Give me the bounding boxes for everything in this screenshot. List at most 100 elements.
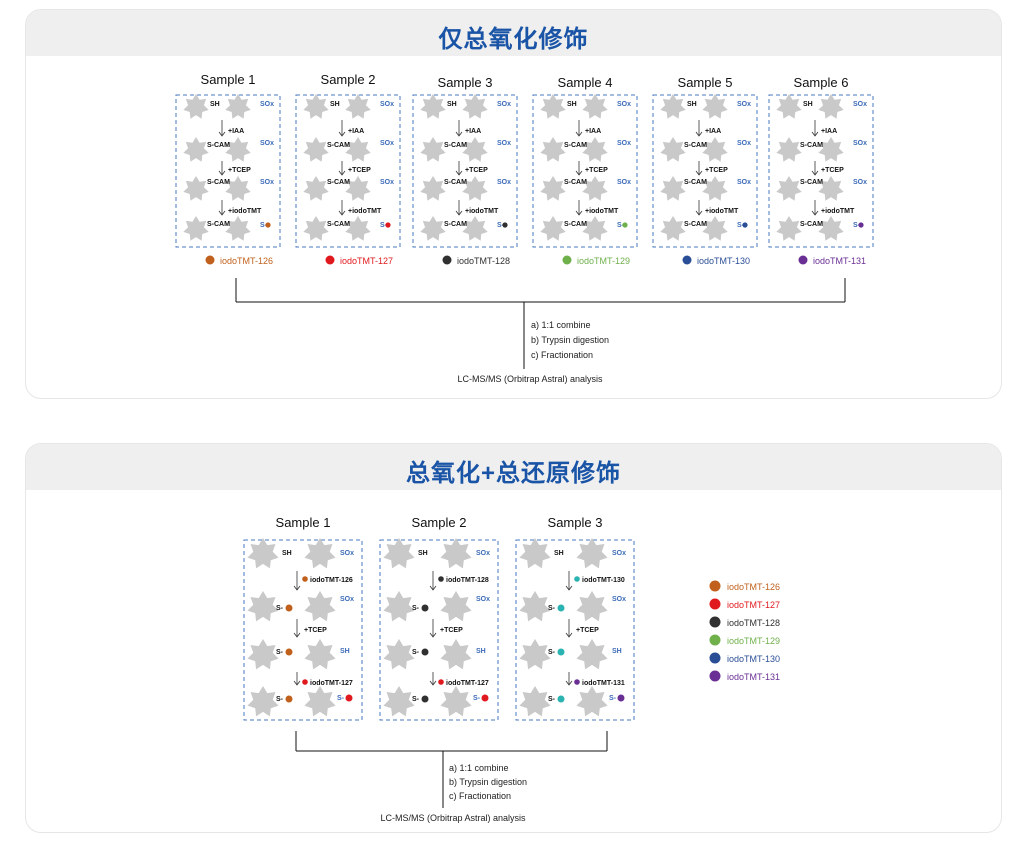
protein-shape [440, 639, 472, 670]
scam-label: S-CAM [684, 179, 707, 186]
legend-dot [709, 598, 721, 610]
tag-dot [574, 679, 580, 685]
arrow-head [811, 170, 819, 176]
protein-shape [576, 538, 608, 569]
scam-label: S-CAM [444, 179, 467, 186]
tag-dot [557, 604, 565, 612]
s-label: S- [617, 222, 625, 229]
tag-dot [302, 576, 308, 582]
scam-label: S-CAM [444, 221, 467, 228]
sox-label: SOx [737, 140, 751, 147]
protein-shape [660, 176, 686, 201]
sh-label: SH [567, 101, 577, 108]
protein-shape [660, 216, 686, 241]
iodotmt-label: +iodoTMT [585, 208, 619, 215]
scam-label: S-CAM [684, 221, 707, 228]
legend-tag: iodoTMT-129 [577, 256, 630, 266]
protein-shape [818, 137, 844, 162]
sh-label: SH [476, 648, 486, 655]
panel-header [26, 10, 1001, 56]
tag2-label: iodoTMT-127 [446, 680, 489, 687]
legend-dot [798, 255, 808, 265]
protein-shape [462, 176, 488, 201]
protein-shape [462, 137, 488, 162]
protein-shape [519, 639, 551, 670]
tag-dot [502, 222, 508, 228]
s-label: S- [473, 695, 481, 702]
protein-shape [818, 176, 844, 201]
protein-shape [345, 94, 371, 119]
protein-shape [345, 176, 371, 201]
arrow-head [565, 632, 573, 638]
tag-dot [574, 576, 580, 582]
s-label: S- [412, 649, 420, 656]
protein-shape [540, 216, 566, 241]
tcep-label: +TCEP [348, 167, 371, 174]
legend-dot [709, 652, 721, 664]
iodotmt-label: +iodoTMT [228, 208, 262, 215]
protein-shape [420, 137, 446, 162]
tcep-label: +TCEP [304, 627, 327, 634]
panel-oxidation-reduction: 总氧化+总还原修饰 [25, 443, 1002, 833]
s-label: S- [276, 696, 284, 703]
iaa-label: +IAA [465, 128, 481, 135]
sh-label: SH [210, 101, 220, 108]
arrow-head [293, 585, 301, 591]
scam-label: S-CAM [800, 221, 823, 228]
protein-shape [519, 686, 551, 717]
arrow-head [338, 170, 346, 176]
panel-total-oxidation: 仅总氧化修饰 [25, 9, 1002, 399]
protein-shape [225, 94, 251, 119]
protein-shape [345, 137, 371, 162]
sample-box [532, 94, 638, 248]
legend-label: iodoTMT-126 [727, 582, 780, 592]
scam-label: S-CAM [684, 142, 707, 149]
process-step: c) Fractionation [531, 350, 593, 360]
legend-dot [562, 255, 572, 265]
scam-label: S-CAM [800, 142, 823, 149]
tag-dot [285, 648, 293, 656]
tag-dot [622, 222, 628, 228]
scam-label: S-CAM [564, 142, 587, 149]
sox-label: SOx [497, 179, 511, 186]
arrow-head [455, 170, 463, 176]
arrow-head [455, 210, 463, 216]
tag-dot [742, 222, 748, 228]
s-label: S- [276, 649, 284, 656]
protein-shape [540, 94, 566, 119]
tag-dot [438, 576, 444, 582]
sh-label: SH [447, 101, 457, 108]
protein-shape [540, 137, 566, 162]
protein-shape [519, 591, 551, 622]
sox-label: SOx [617, 179, 631, 186]
sox-label: SOx [260, 140, 274, 147]
arrow-head [218, 131, 226, 137]
arrow-head [811, 131, 819, 137]
protein-shape [183, 176, 209, 201]
s-label: S- [548, 649, 556, 656]
iaa-label: +IAA [228, 128, 244, 135]
protein-shape [576, 591, 608, 622]
scam-label: S-CAM [444, 142, 467, 149]
tcep-label: +TCEP [440, 627, 463, 634]
protein-shape [225, 176, 251, 201]
sox-label: SOx [853, 101, 867, 108]
sample-label: Sample 1 [201, 72, 256, 87]
protein-shape [183, 94, 209, 119]
tag-dot [421, 695, 429, 703]
arrow-head [575, 131, 583, 137]
sample-label: Sample 4 [558, 75, 613, 90]
s-label: S- [497, 222, 505, 229]
tag1-label: iodoTMT-130 [582, 577, 625, 584]
analysis-label: LC-MS/MS (Orbitrap Astral) analysis [380, 813, 526, 823]
sample-box [412, 94, 518, 248]
sox-label: SOx [260, 101, 274, 108]
tag-dot [421, 648, 429, 656]
legend-tag: iodoTMT-131 [813, 256, 866, 266]
iaa-label: +IAA [348, 128, 364, 135]
tag-dot [617, 694, 625, 702]
panel-title: 总氧化+总还原修饰 [405, 460, 621, 487]
tcep-label: +TCEP [228, 167, 251, 174]
protein-shape [702, 94, 728, 119]
